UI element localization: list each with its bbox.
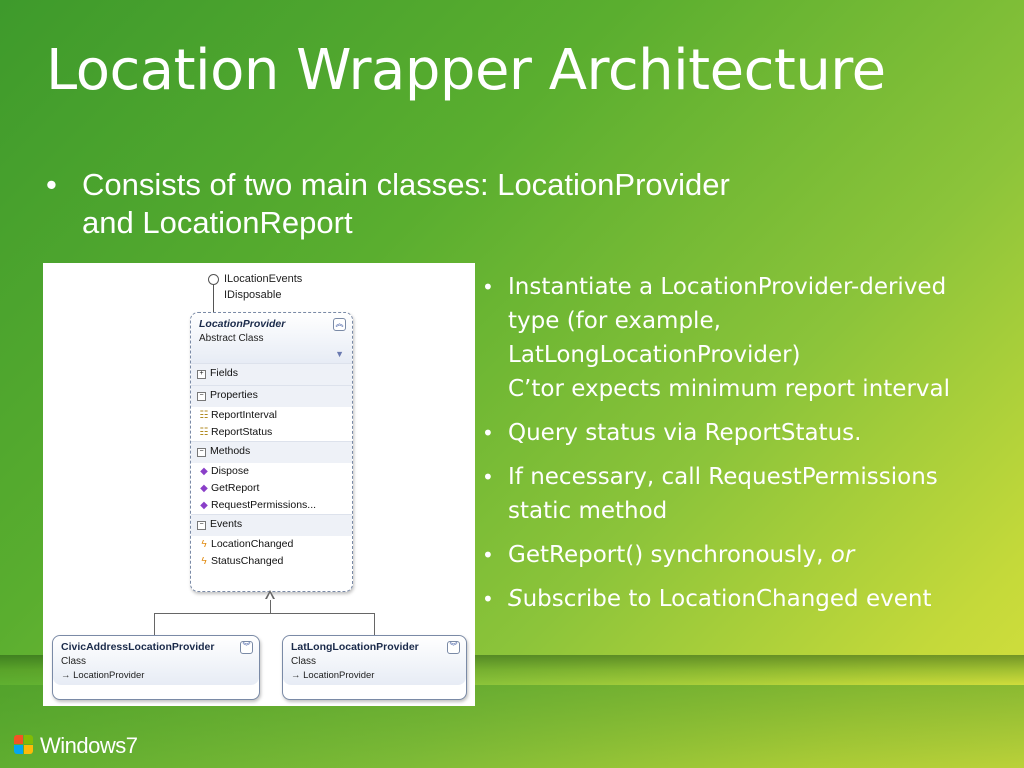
bullet-line: Instantiate a LocationProvider-derived bbox=[508, 274, 947, 300]
section-fields: + Fields bbox=[191, 363, 352, 385]
bullet-line: LatLongLocationProvider) bbox=[508, 342, 801, 368]
bullet-dot: • bbox=[482, 543, 494, 567]
bullet-dot: • bbox=[482, 275, 494, 299]
interface-label: ILocationEvents bbox=[224, 273, 303, 285]
bullet-text: ubscribe to LocationChanged event bbox=[522, 586, 932, 612]
section-properties: −Properties bbox=[191, 385, 352, 407]
section-label: Events bbox=[210, 518, 243, 530]
bullet-item: • Query status via ReportStatus. bbox=[480, 416, 1000, 450]
slide-title: Location Wrapper Architecture bbox=[46, 38, 886, 103]
brand-text: Windows bbox=[40, 733, 126, 758]
right-bullets: • Instantiate a LocationProvider-derived… bbox=[480, 270, 1000, 626]
method-icon: ◆ bbox=[200, 483, 208, 494]
member-method: ◆GetReport bbox=[191, 480, 352, 497]
member-name: GetReport bbox=[211, 482, 260, 494]
member-name: StatusChanged bbox=[211, 555, 284, 567]
class-name: LocationProvider bbox=[199, 318, 286, 330]
bullet-italic: or bbox=[830, 542, 855, 568]
section-label: Properties bbox=[210, 389, 258, 401]
inheritance-arrow-fill bbox=[267, 593, 273, 599]
collapse-section-icon: − bbox=[197, 521, 206, 530]
section-methods: −Methods bbox=[191, 441, 352, 463]
class-box-latlong: LatLongLocationProvider Class → Location… bbox=[282, 635, 467, 700]
class-base: → LocationProvider bbox=[61, 670, 145, 681]
expand-icon: ︾ bbox=[240, 641, 253, 654]
property-icon: ☷ bbox=[199, 410, 209, 421]
windows-wordmark: Windows7 bbox=[40, 733, 138, 759]
bullet-dot: • bbox=[482, 421, 494, 445]
bullet-line: Query status via ReportStatus. bbox=[508, 420, 862, 446]
method-icon: ◆ bbox=[200, 500, 208, 511]
section-label: Methods bbox=[210, 445, 251, 457]
bullet-line: static method bbox=[508, 498, 668, 524]
event-icon: ϟ bbox=[201, 539, 207, 550]
member-property: ☷ReportStatus bbox=[191, 424, 352, 441]
interface-labels: ILocationEvents IDisposable bbox=[224, 271, 302, 303]
bullet-line: type (for example, bbox=[508, 308, 721, 334]
class-header: LocationProvider Abstract Class ︽ ▼ bbox=[191, 313, 352, 363]
class-base: → LocationProvider bbox=[291, 670, 375, 681]
filter-icon: ▼ bbox=[335, 349, 344, 359]
section-label: Fields bbox=[210, 367, 239, 379]
bullet-text: GetReport() synchronously, bbox=[508, 542, 831, 568]
class-header: LatLongLocationProvider Class → Location… bbox=[283, 636, 466, 685]
member-name: ReportStatus bbox=[211, 426, 273, 438]
inheritance-line bbox=[154, 613, 155, 635]
bullet-dot: • bbox=[482, 587, 494, 611]
bullet-dot: • bbox=[482, 465, 494, 489]
class-diagram: ILocationEvents IDisposable LocationProv… bbox=[43, 263, 475, 706]
class-box-civicaddress: CivicAddressLocationProvider Class → Loc… bbox=[52, 635, 260, 700]
member-name: Dispose bbox=[211, 465, 249, 477]
property-icon: ☷ bbox=[199, 427, 209, 438]
member-event: ϟ LocationChanged bbox=[191, 536, 352, 553]
bullet-item: • Instantiate a LocationProvider-derived… bbox=[480, 270, 1000, 406]
windows-flag-icon bbox=[14, 735, 34, 755]
expand-icon: ︾ bbox=[447, 641, 460, 654]
inheritance-line bbox=[154, 613, 375, 614]
class-kind: Abstract Class bbox=[199, 333, 264, 344]
member-name: LocationChanged bbox=[211, 538, 294, 550]
collapse-icon: ︽ bbox=[333, 318, 346, 331]
expand-icon: + bbox=[197, 370, 206, 379]
class-header: CivicAddressLocationProvider Class → Loc… bbox=[53, 636, 259, 685]
member-name: RequestPermissions... bbox=[211, 499, 317, 511]
brand-version: 7 bbox=[125, 733, 138, 758]
class-kind: Class bbox=[61, 656, 87, 667]
member-event: ϟ StatusChanged bbox=[191, 553, 352, 570]
bullet-item: • GetReport() synchronously, or bbox=[480, 538, 1000, 572]
bullet-italic: S bbox=[508, 586, 523, 612]
main-bullet-line-1: Consists of two main classes: LocationPr… bbox=[82, 167, 730, 202]
bullet-line: GetReport() synchronously, or bbox=[508, 538, 1000, 572]
collapse-section-icon: − bbox=[197, 448, 206, 457]
main-bullet: • Consists of two main classes: Location… bbox=[46, 166, 946, 242]
bullet-item: • Subscribe to LocationChanged event bbox=[480, 582, 1000, 616]
bullet-line: If necessary, call RequestPermissions bbox=[508, 464, 938, 490]
member-method: ◆Dispose bbox=[191, 463, 352, 480]
interface-label: IDisposable bbox=[224, 289, 282, 301]
class-kind: Class bbox=[291, 656, 317, 667]
inheritance-line bbox=[270, 600, 271, 613]
bullet-item: • If necessary, call RequestPermissions … bbox=[480, 460, 1000, 528]
member-method: ◆RequestPermissions... bbox=[191, 497, 352, 514]
event-icon: ϟ bbox=[201, 556, 207, 567]
main-bullet-line-2: and LocationReport bbox=[82, 205, 353, 240]
bullet-line: C’tor expects minimum report interval bbox=[508, 376, 950, 402]
method-icon: ◆ bbox=[200, 466, 208, 477]
member-name: ReportInterval bbox=[211, 409, 277, 421]
bullet-line: Subscribe to LocationChanged event bbox=[508, 582, 1000, 616]
section-events: −Events bbox=[191, 514, 352, 536]
class-name: CivicAddressLocationProvider bbox=[61, 641, 215, 653]
class-name: LatLongLocationProvider bbox=[291, 641, 419, 653]
inheritance-line bbox=[374, 613, 375, 635]
interface-connector bbox=[213, 284, 214, 312]
member-property: ☷ReportInterval bbox=[191, 407, 352, 424]
class-box-locationprovider: LocationProvider Abstract Class ︽ ▼ + Fie… bbox=[190, 312, 353, 592]
bullet-dot: • bbox=[46, 167, 57, 202]
collapse-section-icon: − bbox=[197, 392, 206, 401]
